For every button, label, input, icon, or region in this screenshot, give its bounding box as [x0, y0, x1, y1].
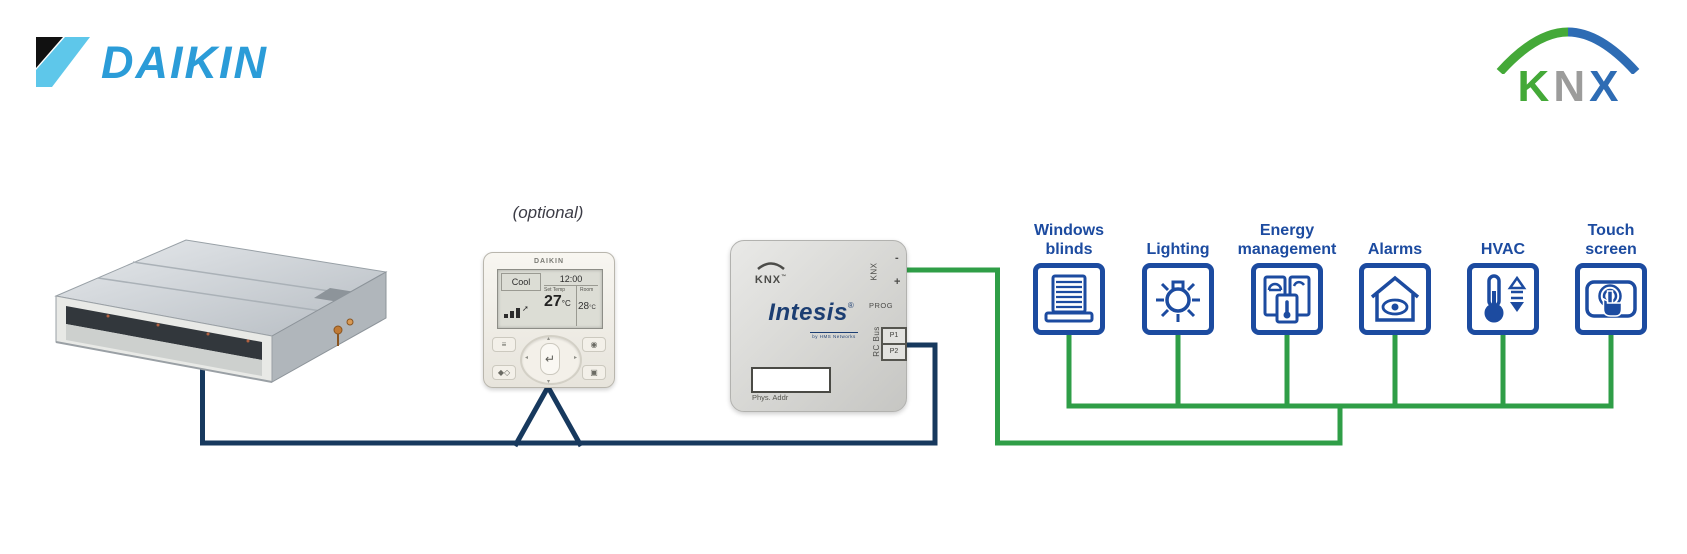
gateway-knx-text: KNX™	[749, 275, 793, 286]
alarms-icon	[1359, 263, 1431, 335]
knx-terminal-label: KNX	[869, 262, 879, 281]
fan-swing-icon: ➚	[522, 304, 529, 313]
lcd-room-label: Room	[580, 287, 594, 293]
daikin-logo: DAIKIN	[35, 36, 268, 88]
intesis-gateway: KNX™ Intesis® by HMS Networks KNX - + PR…	[730, 240, 907, 412]
knx-minus-terminal: -	[895, 252, 899, 264]
power-button[interactable]: ◉	[582, 337, 606, 352]
gateway-knx-tm: ™	[781, 274, 788, 280]
remote-lcd: Cool 12:00 Set Temp Room 27°C 28°C ➚	[497, 269, 603, 329]
node-touch-screen: Touch screen	[1551, 196, 1671, 335]
wired-remote-controller: DAIKIN Cool 12:00 Set Temp Room 27°C 28°…	[483, 252, 615, 388]
lighting-icon	[1142, 263, 1214, 335]
knx-plus-terminal: +	[894, 276, 901, 288]
touch-screen-icon	[1575, 263, 1647, 335]
knx-logo-arc	[1496, 27, 1640, 76]
intesis-sub-text: by HMS Networks	[810, 332, 858, 339]
lcd-mode-value: Cool	[501, 273, 541, 291]
node-label: HVAC	[1480, 241, 1526, 259]
knx-letter-x: X	[1589, 62, 1619, 111]
energy-management-icon	[1251, 263, 1323, 335]
lcd-settemp-value: 27°C	[544, 293, 571, 311]
lcd-time-value: 12:00	[544, 273, 598, 286]
enter-button[interactable]: ↵	[540, 343, 560, 375]
gateway-knx-arc	[757, 262, 785, 270]
lcd-room-number: 28	[578, 301, 590, 312]
daikin-indoor-unit-image	[54, 239, 388, 383]
rc-bus-terminal-label: RC Bus	[871, 326, 881, 357]
daikin-logo-text: DAIKIN	[101, 36, 268, 88]
prog-button-label[interactable]: PROG	[869, 301, 894, 310]
phys-addr-label: Phys. Addr	[752, 393, 789, 402]
node-label: Energy management	[1237, 222, 1337, 259]
node-label: Lighting	[1146, 241, 1210, 259]
remote-navigation-dial[interactable]: ↵ ▴ ▾ ◂ ▸	[520, 335, 582, 385]
node-hvac: HVAC	[1443, 196, 1563, 335]
nav-up-icon[interactable]: ▴	[547, 336, 551, 342]
node-label: Touch screen	[1585, 222, 1637, 259]
lcd-settemp-label: Set Temp	[544, 287, 566, 293]
hvac-icon	[1467, 263, 1539, 335]
node-lighting: Lighting	[1118, 196, 1238, 335]
daikin-logo-mark	[36, 37, 90, 87]
gateway-brand: Intesis® by HMS Networks	[731, 301, 891, 343]
intesis-brand-text: Intesis	[768, 299, 848, 326]
knx-logo-text: K N X	[1492, 65, 1644, 109]
gateway-knx-mark: KNX™	[749, 257, 793, 286]
nav-left-icon[interactable]: ◂	[525, 355, 529, 361]
knx-logo: K N X	[1492, 26, 1644, 109]
mode-button[interactable]: ◆◇	[492, 365, 516, 380]
remote-brand-text: DAIKIN	[533, 258, 565, 265]
nav-right-icon[interactable]: ▸	[573, 355, 577, 361]
lcd-room-value: 28°C	[578, 301, 596, 312]
phys-addr-window	[751, 367, 831, 393]
knx-letter-k: K	[1517, 62, 1550, 111]
menu-button[interactable]: ≡	[492, 337, 516, 352]
node-label: Alarms	[1367, 241, 1423, 259]
intesis-reg-mark: ®	[847, 301, 854, 310]
knx-bus-wire-green	[903, 267, 1614, 446]
lcd-settemp-unit: °C	[561, 299, 571, 308]
nav-down-icon[interactable]: ▾	[547, 379, 551, 385]
lcd-settemp-number: 27	[544, 293, 562, 310]
node-label: Windows blinds	[1033, 222, 1105, 259]
gateway-knx-label: KNX	[754, 274, 782, 286]
node-windows-blinds: Windows blinds	[1009, 196, 1129, 335]
windows-blinds-icon	[1033, 263, 1105, 335]
node-energy-management: Energy management	[1227, 196, 1347, 335]
fan-button[interactable]: ▣	[582, 365, 606, 380]
lcd-divider	[576, 286, 577, 326]
node-alarms: Alarms	[1335, 196, 1455, 335]
optional-label: (optional)	[512, 203, 584, 222]
lcd-room-unit: °C	[589, 305, 596, 311]
p2-terminal: P2	[881, 343, 907, 361]
knx-letter-n: N	[1553, 62, 1586, 111]
fan-speed-bars-icon	[504, 308, 520, 318]
